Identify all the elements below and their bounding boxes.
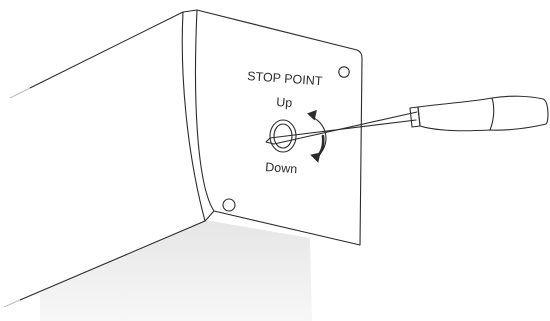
screw-hole-icon <box>222 198 236 212</box>
roller-housing <box>3 11 206 308</box>
stop-point-heading: STOP POINT <box>247 69 323 88</box>
screw-hole-icon <box>338 66 350 78</box>
housing-shadow <box>0 215 312 321</box>
down-label: Down <box>265 160 298 176</box>
up-label: Up <box>276 95 293 110</box>
screwdriver-icon <box>265 95 549 145</box>
end-cap-panel <box>182 9 363 246</box>
curved-double-arrow-icon <box>307 109 327 163</box>
adjustment-screw[interactable] <box>269 119 297 153</box>
